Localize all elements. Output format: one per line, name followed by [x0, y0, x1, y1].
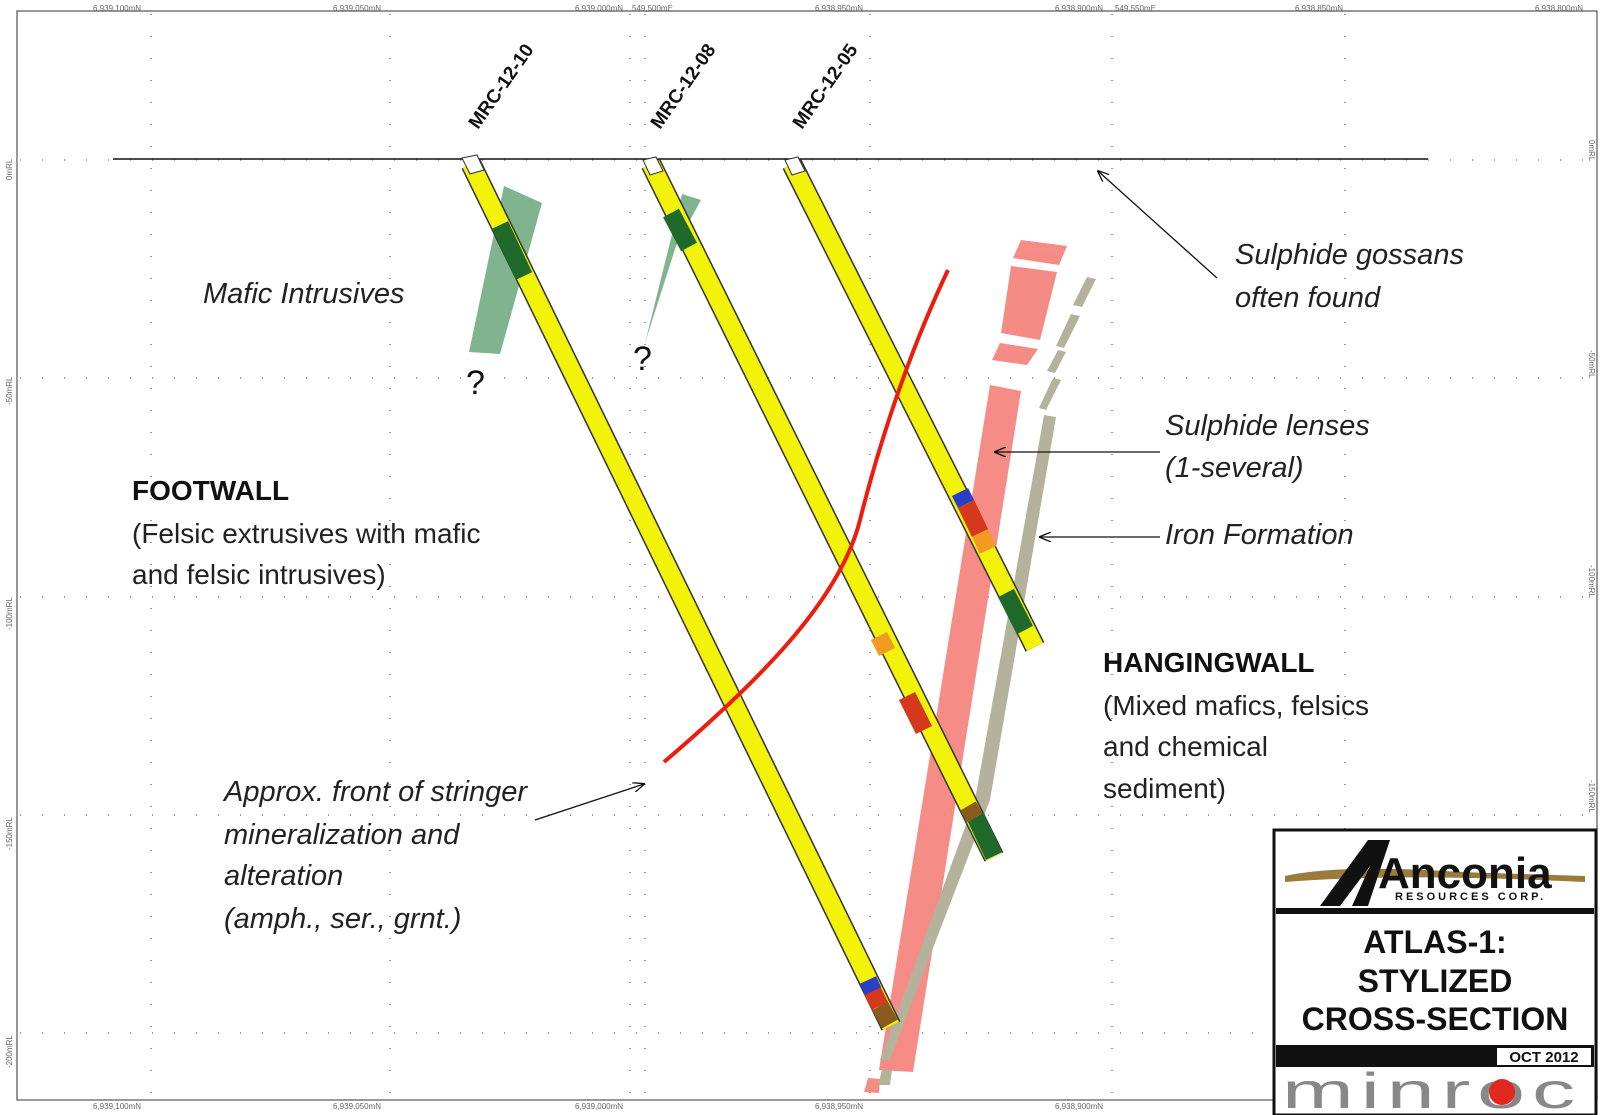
- depth-tick-label: -200mRL: [5, 1035, 14, 1068]
- iron-formation-band: [878, 277, 1096, 1085]
- company-logo: Anconia RESOURCES CORP.: [1285, 840, 1585, 906]
- right-depth-axis: 0mRL -50mRL -100mRL -150mRL: [1587, 140, 1596, 813]
- date-box: [1497, 1048, 1591, 1065]
- depth-tick-label: -50mRL: [1587, 350, 1596, 379]
- drillhole-collar: [642, 156, 664, 176]
- company-name: Anconia: [1378, 849, 1552, 898]
- stringer-front-label: (amph., ser., grnt.): [224, 903, 461, 935]
- sulphide-lens-segment: [992, 343, 1038, 365]
- question-mark: ?: [633, 340, 652, 378]
- top-overlay-tick-label: 549,500mE: [632, 4, 673, 13]
- mafic-interval: [966, 812, 1003, 860]
- bottom-axis: 6,939,100mN 6,939,050mN 6,939,000mN 6,93…: [93, 1102, 1103, 1111]
- drillhole-trace: [462, 160, 900, 1030]
- mafic-intrusives-label: Mafic Intrusives: [203, 278, 404, 310]
- sulphide-interval: [863, 985, 889, 1011]
- sulphide-lenses-label: (1-several): [1165, 452, 1304, 484]
- title-line: ATLAS-1:: [1363, 924, 1506, 960]
- iron-formation-segment: [1039, 378, 1061, 410]
- mafic-intrusive-wedge: [645, 194, 701, 343]
- iron-formation-segment: [1047, 350, 1066, 373]
- drillhole-MRC-12-08: [641, 156, 1004, 862]
- depth-tick-label: 0mRL: [1587, 140, 1596, 162]
- depth-tick-label: 0mRL: [5, 158, 14, 180]
- mafic-interval: [663, 208, 697, 252]
- bottom-tick-label: 6,939,100mN: [93, 1102, 141, 1111]
- top-tick-label: 6,938,950mN: [815, 4, 863, 13]
- title-line: STYLIZED: [1358, 963, 1513, 999]
- sulphide-lens-segment: [864, 1078, 880, 1093]
- question-mark: ?: [466, 364, 485, 402]
- stringer-arrow: [534, 784, 644, 821]
- top-tick-label: 6,939,000mN: [575, 4, 623, 13]
- hangingwall-desc-line: (Mixed mafics, felsics: [1103, 690, 1369, 721]
- drillhole-collar: [461, 154, 485, 175]
- stringer-front-label: mineralization and: [224, 819, 460, 851]
- depth-tick-label: -150mRL: [1587, 780, 1596, 813]
- alteration-interval: [870, 631, 896, 657]
- hangingwall-desc-line: and chemical: [1103, 731, 1268, 762]
- bottom-tick-label: 6,939,000mN: [575, 1102, 623, 1111]
- top-tick-label: 6,938,850mN: [1295, 4, 1343, 13]
- title-block-divider: [1276, 908, 1594, 914]
- sulphide-gossans-label: Sulphide gossans: [1235, 239, 1464, 271]
- depth-tick-label: -50mRL: [5, 376, 14, 405]
- mafic-intrusive-wedge: [469, 186, 542, 354]
- sulphide-lens-segment: [1001, 266, 1057, 340]
- top-tick-label: 6,939,100mN: [93, 4, 141, 13]
- iron-formation-segment: [878, 1070, 892, 1085]
- alteration-interval: [960, 801, 983, 823]
- title-block: Anconia RESOURCES CORP. ATLAS-1: STYLIZE…: [1272, 828, 1598, 1115]
- drillhole-collar: [784, 156, 806, 176]
- sulphide-lenses-label: Sulphide lenses: [1165, 410, 1370, 442]
- depth-tick-label: -100mRL: [1587, 565, 1596, 598]
- gossans-arrow: [1098, 171, 1218, 279]
- consultant-logo-dot: [1489, 1079, 1515, 1105]
- iron-formation-label: Iron Formation: [1165, 519, 1354, 551]
- footwall-desc-line: (Felsic extrusives with mafic: [132, 518, 481, 549]
- drillhole-trace: [783, 159, 1044, 652]
- top-tick-label: 6,938,900mN: [1055, 4, 1103, 13]
- mafic-interval: [491, 221, 533, 280]
- depth-tick-label: -150mRL: [5, 817, 14, 850]
- stringer-front-curve: [662, 269, 950, 764]
- sulphide-interval: [872, 1001, 898, 1029]
- mafic-interval: [997, 588, 1034, 635]
- footwall-desc-line: and felsic intrusives): [132, 559, 386, 590]
- sulphide-gossans-label: often found: [1235, 282, 1381, 314]
- sulphide-interval: [951, 487, 975, 509]
- drillhole-MRC-12-05: [782, 156, 1045, 652]
- consultant-name: minroc: [1282, 1063, 1582, 1115]
- consultant-logo: minroc: [1282, 1063, 1582, 1115]
- left-depth-axis: 0mRL -50mRL -100mRL -150mRL -200mRL: [5, 158, 14, 1068]
- hangingwall-title: HANGINGWALL: [1103, 647, 1315, 678]
- alteration-interval: [971, 529, 997, 554]
- drillhole-trace: [642, 160, 1003, 861]
- bottom-tick-label: 6,938,900mN: [1055, 1102, 1103, 1111]
- drillhole-MRC-12-10: [461, 154, 901, 1031]
- iron-formation-segment: [880, 415, 1056, 1060]
- bottom-tick-label: 6,938,950mN: [815, 1102, 863, 1111]
- sulphide-interval: [957, 500, 989, 537]
- iron-formation-segment: [1073, 277, 1096, 307]
- bottom-tick-label: 6,939,050mN: [333, 1102, 381, 1111]
- sulphide-lens-segment: [1013, 240, 1067, 265]
- sulphide-interval: [859, 976, 882, 995]
- iron-formation-segment: [1056, 314, 1080, 348]
- sulphide-interval: [898, 691, 933, 735]
- stringer-front-label: Approx. front of stringer: [222, 776, 528, 808]
- depth-tick-label: -100mRL: [5, 597, 14, 630]
- top-axis: 6,939,100mN 6,939,050mN 6,939,000mN 6,93…: [93, 4, 1583, 13]
- top-tick-label: 6,938,800mN: [1535, 4, 1583, 13]
- top-overlay-tick-label: 549,550mE: [1115, 4, 1156, 13]
- hangingwall-desc-line: sediment): [1103, 773, 1226, 804]
- stringer-front-label: alteration: [224, 860, 343, 892]
- footwall-title: FOOTWALL: [132, 475, 289, 506]
- company-subtitle: RESOURCES CORP.: [1395, 891, 1546, 903]
- title-date: OCT 2012: [1509, 1049, 1578, 1066]
- top-tick-label: 6,939,050mN: [333, 4, 381, 13]
- logo-a-mark: [1320, 840, 1390, 906]
- title-line: CROSS-SECTION: [1302, 1001, 1569, 1037]
